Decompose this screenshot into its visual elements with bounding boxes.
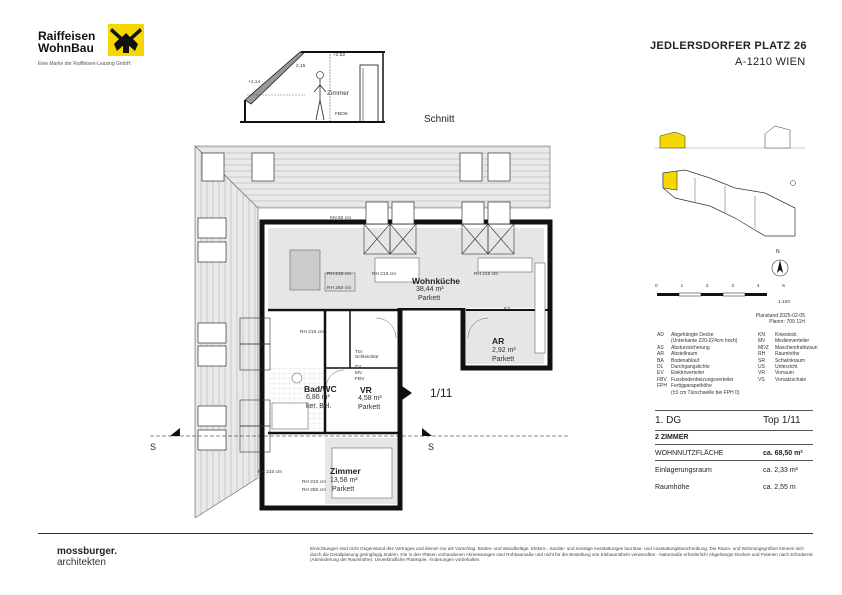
section-mark-left: S: [150, 442, 157, 452]
logo: Raiffeisen WohnBau: [38, 30, 95, 54]
room-floor-kitchen: Parkett: [418, 295, 441, 302]
door-label: Tür Schleichtür: [355, 350, 379, 360]
room-floor-vr: Parkett: [358, 404, 381, 411]
legend-row: (Unterkante 220-224cm hoch): [671, 338, 738, 345]
section-room: Zimmer: [327, 90, 350, 97]
legend-row: (±3 cm Türschwelle bei FPH 0): [671, 389, 740, 396]
plan-number: Plannr: 709 11H: [769, 319, 805, 325]
plan-info: Planstand 2025-02-05 Plannr: 709 11H: [700, 313, 805, 325]
info-row-label: Einlagerungsraum: [655, 467, 712, 474]
room-count: 2 ZIMMER: [655, 434, 689, 441]
info-row-value: ca. 2,33 m²: [763, 467, 799, 474]
room-name-vr: VR: [360, 385, 372, 395]
scale-tick: 5: [782, 284, 785, 289]
rh-kitchen-215: RH 215 cm: [372, 272, 396, 277]
room-area-kitchen: 38,44 m²: [416, 286, 444, 293]
room-name-zimmer: Zimmer: [330, 466, 361, 476]
logo-line2: WohnBau: [38, 41, 94, 55]
rh-vr: RH 215 cm: [300, 330, 324, 335]
fbv-label: FBV: [355, 377, 365, 382]
ks-label: KS: [504, 307, 511, 312]
compass-icon: [771, 259, 789, 277]
room-name-kitchen: Wohnküche: [412, 276, 461, 286]
rh-zimmer-250: RH 250 cm: [302, 488, 326, 493]
top-label: Top 1/11: [763, 415, 801, 426]
scale-tick: 1: [680, 284, 684, 289]
disclaimer: Einrichtungen sind nicht Gegenstand des …: [310, 546, 813, 563]
rh-zimmer-210: RH 210 cm: [302, 480, 326, 485]
architect-line1: mossburger.: [57, 546, 118, 557]
scale-tick: 3: [731, 284, 735, 289]
room-floor-ar: Parkett: [492, 356, 515, 363]
rh-kitchen-215-right: RH 215 cm: [474, 272, 498, 277]
unit-ref-marker: 1/11: [430, 386, 453, 400]
room-name-bath: Bad/WC: [304, 384, 337, 394]
scale-tick: 4: [756, 284, 760, 289]
section-height-2: 2,15: [296, 64, 306, 69]
room-area-vr: 4,58 m²: [358, 395, 382, 402]
key-plan: [655, 125, 805, 237]
scale-ticks: 0 1 2 3 4 5: [655, 284, 785, 289]
floor-plan: [150, 145, 570, 518]
logo-tagline: Eine Marke der Raiffeisen-Leasing GmbH.: [38, 61, 132, 67]
scale-tick: 2: [705, 284, 709, 289]
address-line2: A-1210 WIEN: [735, 56, 806, 68]
section-label: Schnitt: [424, 114, 455, 125]
compass-letter: N: [776, 249, 780, 255]
scale-bar: [657, 292, 767, 297]
info-row-value: ca. 2,55 m: [763, 484, 796, 491]
section-height-3: +1,14: [248, 80, 261, 85]
floor-label: 1. DG: [655, 415, 682, 426]
room-area-bath: 6,86 m²: [306, 394, 330, 401]
kn-label: KN 50 cm: [330, 216, 352, 221]
scale-tick: 0: [655, 284, 658, 289]
architect-line2: architekten: [57, 557, 106, 568]
logo-line1: Raiffeisen: [38, 29, 96, 43]
info-row-label: Raumhöhe: [655, 484, 690, 491]
crossed-gables-icon: [108, 24, 144, 56]
rh-kitchen-210: RH 210 cm: [327, 272, 351, 277]
room-floor-bath: ker. Bel.: [306, 403, 332, 410]
rh-kitchen-250: RH 250 cm: [327, 286, 351, 291]
section-height-top: +2,52: [333, 53, 346, 58]
rh-left-210: RH 210 cm: [258, 470, 282, 475]
ev-label: EV: [355, 365, 362, 370]
room-floor-zimmer: Parkett: [332, 486, 355, 493]
plan-date: Planstand 2025-02-05: [755, 313, 805, 319]
room-area-zimmer: 13,58 m²: [330, 477, 358, 484]
room-area-ar: 2,92 m²: [492, 347, 516, 354]
info-row-value: ca. 68,50 m²: [763, 450, 803, 457]
room-name-ar: AR: [492, 336, 505, 346]
info-row-label: WOHNNUTZFLÄCHE: [655, 450, 724, 457]
mv-label: MV: [355, 371, 363, 376]
section-mark-right: S: [428, 442, 435, 452]
address-line1: JEDLERSDORFER PLATZ 26: [650, 40, 807, 52]
scale-label: 1:100: [778, 300, 791, 305]
section-fbok: FBOK: [335, 112, 349, 117]
section-drawing: [240, 51, 385, 123]
